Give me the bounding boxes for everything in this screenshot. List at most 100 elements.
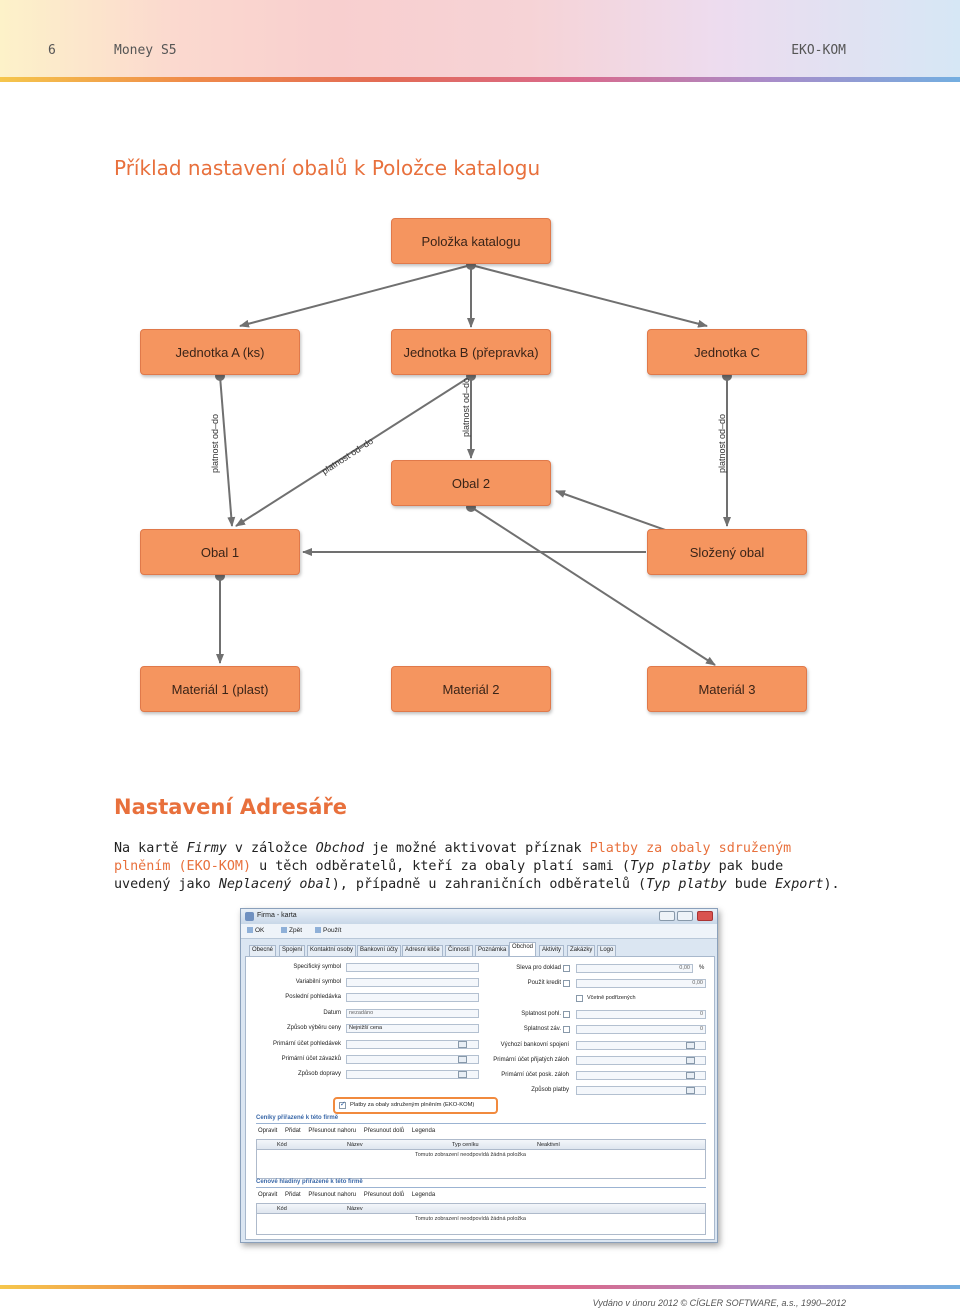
move-down-button[interactable]: Přesunout dolů: [363, 1128, 405, 1134]
highlight-frame: [333, 1097, 498, 1114]
text-run-italic: Export: [775, 877, 824, 892]
grid-empty-message: Tomuto zobrazení neodpovídá žádná položk…: [415, 1216, 526, 1222]
field-label: Specifický symbol: [293, 964, 341, 970]
shipping-method-input[interactable]: [346, 1070, 479, 1079]
example-title: Příklad nastavení obalů k Položce katalo…: [114, 156, 541, 180]
minimize-button[interactable]: [659, 911, 675, 921]
back-button[interactable]: Zpět: [281, 927, 302, 934]
column-header[interactable]: Kód: [277, 1206, 287, 1212]
close-button[interactable]: [697, 911, 713, 921]
move-down-button[interactable]: Přesunout dolů: [363, 1192, 405, 1198]
edge-polozka-jednotka-c: [470, 264, 708, 328]
header-rule: [0, 77, 960, 82]
edge-label-validity: platnost od–do: [717, 413, 727, 473]
use-button[interactable]: Použít: [315, 927, 341, 934]
move-up-button[interactable]: Přesunout nahoru: [308, 1192, 357, 1198]
default-bank-input[interactable]: [576, 1041, 706, 1050]
grid-header: Kód Název Typ ceníku Neaktivní: [257, 1140, 705, 1150]
field-label: Včetně podřízených: [587, 995, 636, 1001]
discount-checkbox[interactable]: [563, 965, 570, 972]
lookup-button[interactable]: [686, 1057, 695, 1064]
tab-poznamka[interactable]: Poznámka: [475, 945, 510, 956]
tab-aktivity[interactable]: Aktivity: [539, 945, 565, 956]
maximize-button[interactable]: [677, 911, 693, 921]
section-divider: [256, 1123, 706, 1124]
subordinate-checkbox[interactable]: [576, 995, 583, 1002]
legend-button[interactable]: Legenda: [411, 1128, 436, 1134]
text-run-italic: Typ platby: [646, 877, 727, 892]
page-header: 6 Money S5 EKO-KOM: [0, 0, 960, 80]
text-run: Na kartě: [114, 841, 187, 856]
lookup-button[interactable]: [686, 1042, 695, 1049]
tab-spojeni[interactable]: Spojení: [279, 945, 306, 956]
discount-input[interactable]: 0,00: [576, 964, 693, 973]
tab-kontaktni-osoby[interactable]: Kontaktní osoby: [307, 945, 357, 956]
ekokom-checkbox[interactable]: [339, 1100, 346, 1109]
credit-checkbox[interactable]: [563, 980, 570, 987]
add-button[interactable]: Přidat: [285, 1192, 301, 1198]
tab-adresni-klice[interactable]: Adresní klíče: [402, 945, 443, 956]
section-name: EKO-KOM: [791, 43, 846, 58]
date-input[interactable]: nezadáno: [346, 1009, 479, 1018]
tab-bankovni-ucty[interactable]: Bankovní účty: [357, 945, 401, 956]
node-material-1: Materiál 1 (plast): [140, 666, 300, 712]
footer-rule: [0, 1285, 960, 1289]
edge-obal2-mat3: [470, 506, 716, 666]
tab-zakazky[interactable]: Zakázky: [567, 945, 596, 956]
tab-obecne[interactable]: Obecné: [249, 945, 277, 956]
page-number: 6: [48, 43, 56, 58]
node-slozeny-obal: Složený obal: [647, 529, 807, 575]
column-header[interactable]: Název: [347, 1206, 363, 1212]
variable-symbol-input[interactable]: [346, 978, 479, 987]
column-header[interactable]: Typ ceníku: [452, 1142, 479, 1148]
field-label: Primární účet přijatých záloh: [493, 1057, 569, 1063]
payment-method-input[interactable]: [576, 1086, 706, 1095]
text-run-italic: Firmy: [186, 841, 227, 856]
text-run: je možné aktivovat příznak: [363, 841, 590, 856]
field-label: Variabilní symbol: [295, 979, 341, 985]
edge-jednotka-a-obal1: [219, 375, 236, 527]
due-receivables-checkbox[interactable]: [563, 1011, 570, 1018]
due-receivables-input[interactable]: 0: [576, 1010, 706, 1019]
due-payables-input[interactable]: 0: [576, 1025, 706, 1034]
lookup-button[interactable]: [458, 1056, 467, 1063]
node-polozka-katalogu: Položka katalogu: [391, 218, 551, 264]
primary-receivables-input[interactable]: [346, 1040, 479, 1049]
node-obal-1: Obal 1: [140, 529, 300, 575]
price-selection-select[interactable]: Nejnižší cena: [346, 1024, 479, 1033]
column-header[interactable]: Kód: [277, 1142, 287, 1148]
provided-advances-input[interactable]: [576, 1071, 706, 1080]
product-name: Money S5: [114, 43, 177, 58]
lookup-button[interactable]: [458, 1041, 467, 1048]
lookup-button[interactable]: [686, 1087, 695, 1094]
text-run: v záložce: [226, 841, 316, 856]
percent-unit: %: [699, 965, 705, 971]
tab-obchod[interactable]: Obchod: [509, 942, 537, 956]
tab-logo[interactable]: Logo: [597, 945, 617, 956]
column-header[interactable]: Neaktivní: [537, 1142, 560, 1148]
tab-cinnosti[interactable]: Činnosti: [445, 945, 473, 956]
field-label: Poslední pohledávka: [285, 994, 341, 1000]
edit-button[interactable]: Opravit: [258, 1192, 278, 1198]
column-header[interactable]: Název: [347, 1142, 363, 1148]
footer-text: Vydáno v únoru 2012 © CÍGLER SOFTWARE, a…: [592, 1298, 846, 1308]
primary-payables-input[interactable]: [346, 1055, 479, 1064]
edit-button[interactable]: Opravit: [258, 1128, 278, 1134]
pricelists-section-title: Ceníky přiřazené k této firmě: [256, 1115, 339, 1121]
legend-button[interactable]: Legenda: [411, 1192, 436, 1198]
add-button[interactable]: Přidat: [285, 1128, 301, 1134]
window-titlebar: Firma - karta: [241, 909, 717, 924]
specific-symbol-input[interactable]: [346, 963, 479, 972]
move-up-button[interactable]: Přesunout nahoru: [308, 1128, 357, 1134]
lookup-button[interactable]: [458, 1071, 467, 1078]
field-label: Způsob platby: [531, 1087, 569, 1093]
received-advances-input[interactable]: [576, 1056, 706, 1065]
credit-input[interactable]: 0,00: [576, 979, 706, 988]
due-payables-checkbox[interactable]: [563, 1026, 570, 1033]
lookup-button[interactable]: [686, 1072, 695, 1079]
text-run-italic: Typ platby: [629, 859, 711, 874]
price-levels-section-title: Cenové hladiny přiřazené k této firmě: [256, 1179, 363, 1185]
text-run: u těch odběratelů, kteří za obaly platí …: [251, 859, 630, 874]
edge-jednotka-b-obal1: [235, 375, 472, 527]
ok-button[interactable]: OK: [247, 927, 264, 934]
